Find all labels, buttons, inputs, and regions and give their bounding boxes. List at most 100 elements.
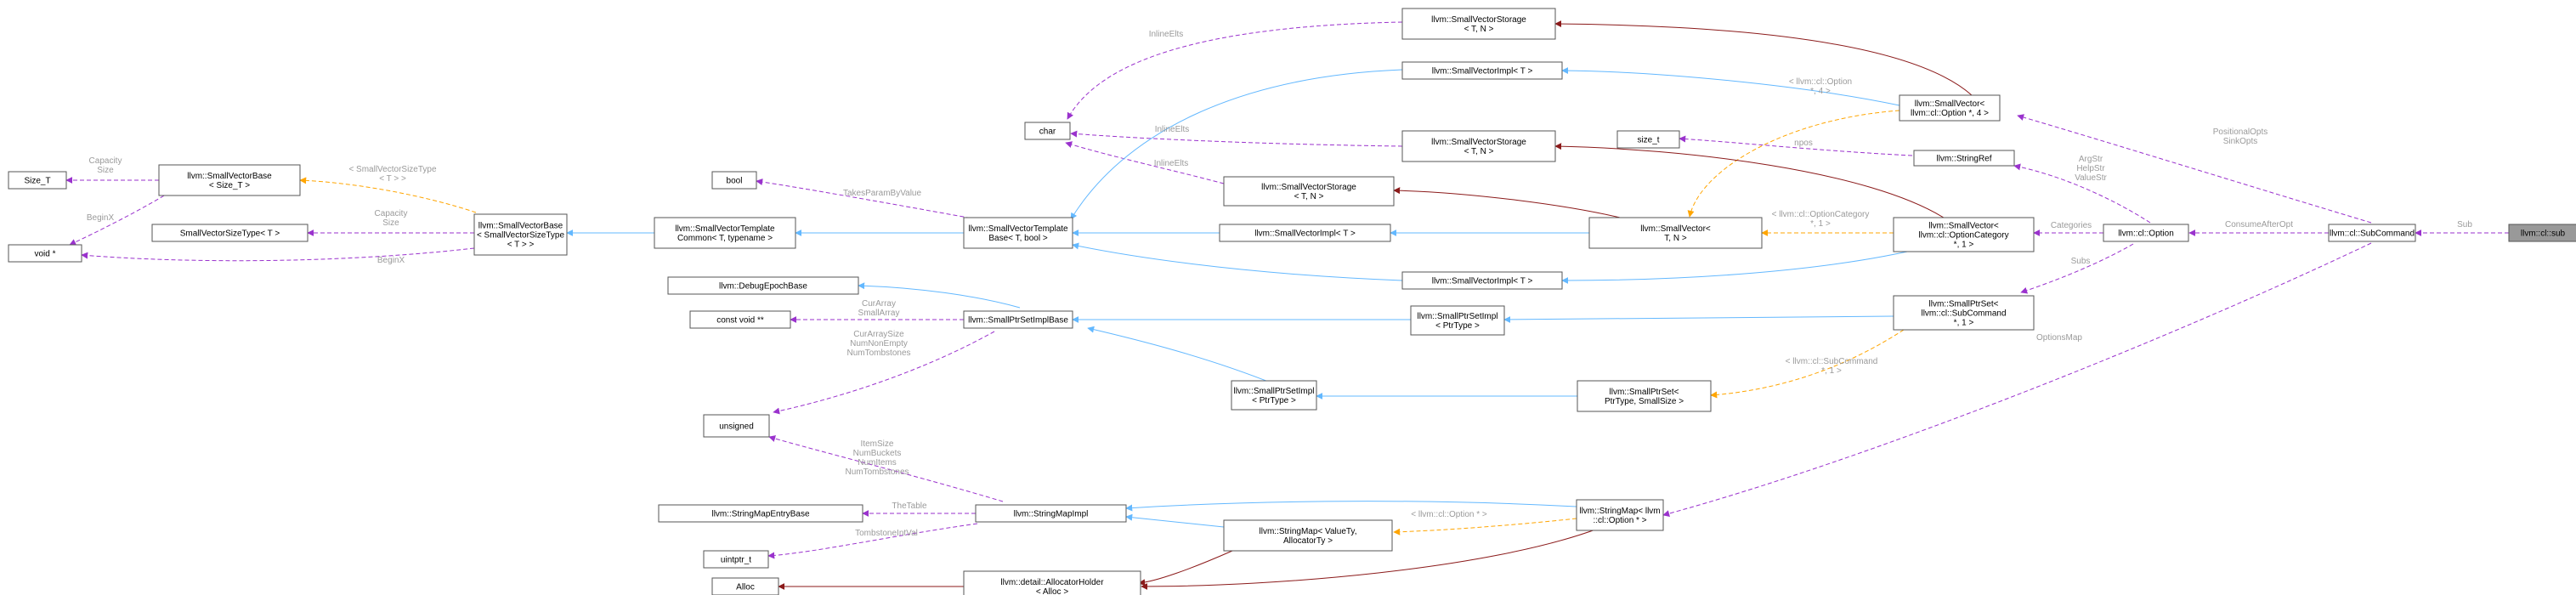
edge-inlineelts-top (1067, 21, 1403, 120)
node-stringmapentrybase[interactable]: llvm::StringMapEntryBase (658, 504, 863, 523)
node-smallptrset-subcommand[interactable]: llvm::SmallPtrSet<llvm::cl::SubCommand*,… (1893, 295, 2035, 331)
node-box (1401, 8, 1556, 40)
edge-label-line: Capacity (375, 209, 408, 218)
node-box (1223, 519, 1393, 552)
node-smallptrset-generic[interactable]: llvm::SmallPtrSet<PtrType, SmallSize > (1577, 380, 1712, 412)
node-label: < Size_T > (209, 181, 250, 190)
edge-label-line: Categories (2051, 221, 2092, 230)
node-box (667, 276, 859, 295)
node-label: llvm::SmallVectorStorage (1431, 138, 1526, 147)
node-label: llvm::DebugEpochBase (719, 282, 807, 292)
node-label: llvm::cl::OptionCategory (1918, 231, 2008, 241)
node-void-pointer[interactable]: void * (8, 244, 82, 263)
node-label: llvm::SmallVector< (1640, 224, 1711, 234)
node-stringmapimpl[interactable]: llvm::StringMapImpl (975, 504, 1127, 523)
edge-label: < llvm::cl::Option * > (1411, 510, 1487, 519)
edge-label: ConsumeAfterOpt (2225, 220, 2293, 230)
edge-label: BeginX (87, 213, 115, 223)
node-smallvectorimpl-top[interactable]: llvm::SmallVectorImpl< T > (1401, 61, 1563, 80)
node-smallvectorbase-size-t[interactable]: llvm::SmallVectorBase< Size_T > (158, 164, 301, 196)
edge-label-line: TombstoneIntVal (855, 529, 918, 538)
node-label: *, 1 > (1954, 241, 1974, 250)
node-box (1893, 217, 2035, 252)
edge-label: < llvm::cl::Option*, 4 > (1789, 77, 1852, 96)
node-smallvector-optioncategory[interactable]: llvm::SmallVector<llvm::cl::OptionCatego… (1893, 217, 2035, 252)
edge-label: TombstoneIntVal (855, 529, 918, 538)
edge-options-map (1662, 242, 2372, 517)
node-char[interactable]: char (1024, 122, 1071, 140)
node-bool[interactable]: bool (711, 171, 757, 190)
node-label: ::cl::Option * > (1593, 516, 1646, 525)
edge-positional-opts (2017, 114, 2372, 224)
node-label: *, 1 > (1954, 319, 1974, 328)
node-box (1576, 499, 1664, 531)
edge-label-line: Capacity (89, 156, 122, 166)
node-box (689, 310, 791, 329)
node-subcommand[interactable]: llvm::cl::SubCommand (2328, 224, 2416, 242)
node-unsigned[interactable]: unsigned (703, 414, 770, 438)
node-smallptrsetimpl-top[interactable]: llvm::SmallPtrSetImpl< PtrType > (1410, 305, 1505, 336)
edge-sps-sub-impl (1503, 315, 1894, 323)
node-debugepochbase[interactable]: llvm::DebugEpochBase (667, 276, 859, 295)
node-size-t[interactable]: size_t (1616, 130, 1680, 149)
node-smallvectorimpl-mid[interactable]: llvm::SmallVectorImpl< T > (1219, 224, 1391, 242)
edge-label: Categories (2051, 221, 2092, 230)
edge-sv-optcat-impl (1561, 246, 1930, 284)
edge-curarraysize (773, 331, 995, 415)
edge-tpl-svst (299, 177, 477, 213)
node-label: llvm::SmallVectorStorage (1261, 183, 1356, 192)
edge-label-line: HelpStr (2076, 164, 2105, 173)
edge-label-line: ValueStr (2075, 173, 2107, 183)
node-label: < Alloc > (1036, 587, 1069, 595)
node-uintptr-t[interactable]: uintptr_t (703, 550, 769, 569)
edge-label: InlineElts (1155, 125, 1190, 134)
node-box (963, 570, 1141, 595)
node-label: Common< T, typename > (677, 234, 773, 243)
edge-impl-top-base (1070, 69, 1403, 220)
node-label: < T, N > (1464, 147, 1494, 156)
edge-label-line: *, 4 > (1810, 87, 1831, 96)
node-smallvectorstorage-mid[interactable]: llvm::SmallVectorStorage< T, N > (1401, 130, 1556, 162)
edge-smvt-alloc (1138, 550, 1233, 586)
edge-label-line: NumNonEmpty (850, 339, 908, 348)
node-option[interactable]: llvm::cl::Option (2103, 224, 2189, 242)
node-smallvector-t-n[interactable]: llvm::SmallVector<T, N > (1588, 217, 1763, 249)
node-stringmap-valuety[interactable]: llvm::StringMap< ValueTy,AllocatorTy > (1223, 519, 1393, 552)
edge-beginx-low (81, 247, 475, 262)
node-smallptrsetimpl-low[interactable]: llvm::SmallPtrSetImpl< PtrType > (1231, 380, 1317, 411)
edge-label-line: InlineElts (1155, 125, 1190, 134)
node-smallvectorstorage-top[interactable]: llvm::SmallVectorStorage< T, N > (1401, 8, 1556, 40)
edge-label-line: Size (382, 218, 399, 228)
node-smallvectorbase-sizetype[interactable]: llvm::SmallVectorBase< SmallVectorSizeTy… (473, 213, 568, 256)
node-size-t-type[interactable]: Size_T (8, 171, 67, 190)
node-box (473, 213, 568, 256)
node-smallptrsetimplbase[interactable]: llvm::SmallPtrSetImplBase (963, 310, 1073, 329)
node-allocatorholder[interactable]: llvm::detail::AllocatorHolder< Alloc > (963, 570, 1141, 595)
edge-inlineelts-low (1065, 141, 1225, 184)
node-smallvectorstorage-low[interactable]: llvm::SmallVectorStorage< T, N > (1223, 176, 1395, 207)
node-label: < T > > (507, 241, 535, 250)
node-box (703, 550, 769, 569)
node-smallvectorsizetype[interactable]: SmallVectorSizeType< T > (151, 224, 309, 242)
node-smallvectorimpl-low[interactable]: llvm::SmallVectorImpl< T > (1401, 271, 1563, 290)
node-label: llvm::SmallVectorBase (478, 222, 563, 231)
edge-label-line: TakesParamByValue (843, 189, 922, 198)
node-label: llvm::StringMapImpl (1014, 510, 1089, 519)
node-smallvector-option-4[interactable]: llvm::SmallVector<llvm::cl::Option *, 4 … (1899, 94, 2001, 122)
edge-itemsize (768, 435, 1004, 502)
node-box (151, 224, 309, 242)
node-stringmap-option[interactable]: llvm::StringMap< llvm::cl::Option * > (1576, 499, 1664, 531)
node-stringref[interactable]: llvm::StringRef (1913, 150, 2015, 167)
edge-label: OptionsMap (2036, 333, 2082, 343)
node-llvm-cl-sub[interactable]: llvm::cl::sub (2508, 224, 2576, 242)
node-box (2103, 224, 2189, 242)
edge-tpl-subcmd (1710, 329, 1905, 399)
node-const-void-pp[interactable]: const void ** (689, 310, 791, 329)
node-box (1401, 130, 1556, 162)
node-alloc[interactable]: Alloc (711, 577, 779, 595)
